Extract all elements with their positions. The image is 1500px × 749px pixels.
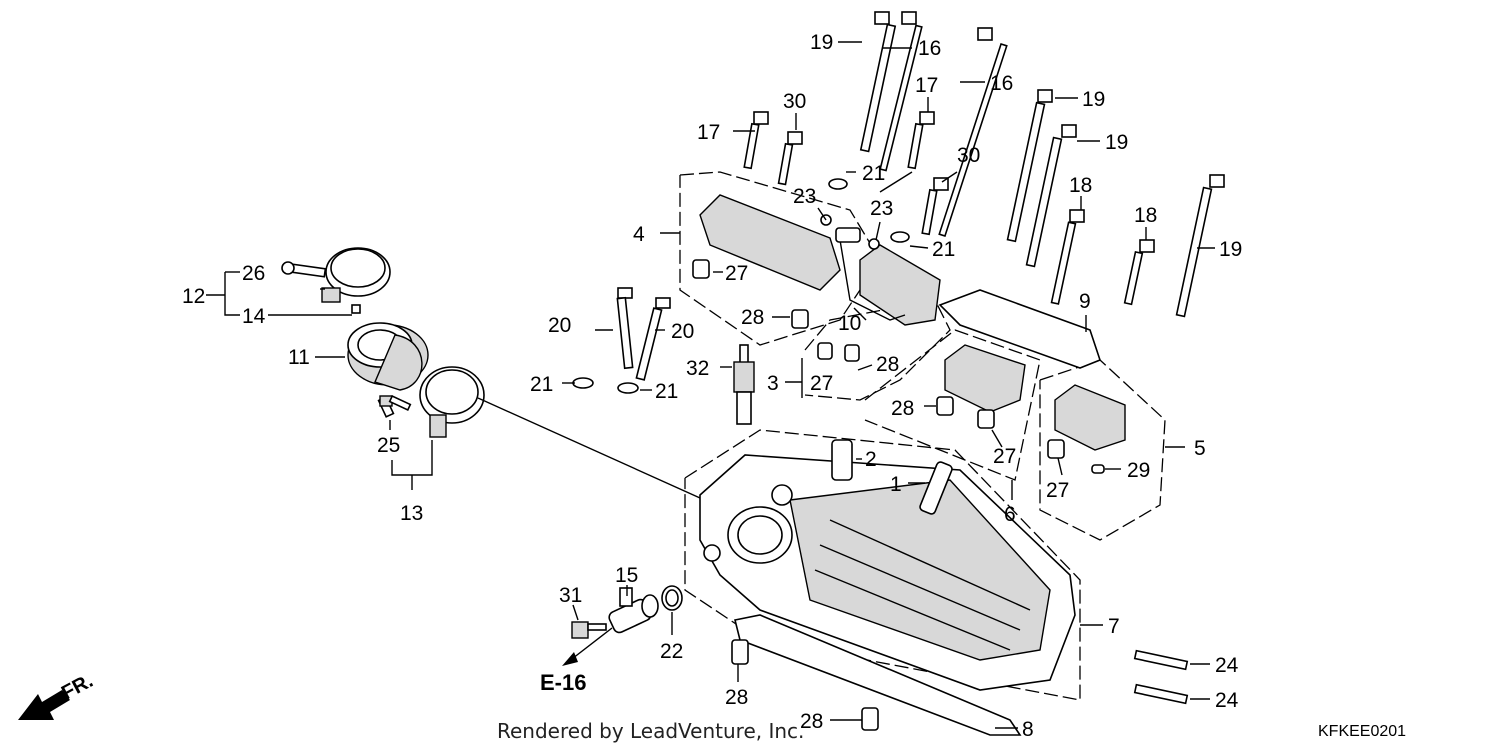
callout-16-b[interactable]: 16 [990,72,1013,95]
rocker-holder-9 [938,289,1101,369]
callout-7[interactable]: 7 [1108,615,1120,638]
insulator [347,322,429,391]
callout-20-b[interactable]: 20 [671,320,694,343]
callout-24-a[interactable]: 24 [1215,654,1239,677]
callout-9[interactable]: 9 [1079,290,1091,313]
callout-21-a[interactable]: 21 [862,162,885,185]
callouts: 1 2 3 4 5 6 7 8 9 10 11 12 13 14 15 16 1… [182,31,1242,741]
group-7-boundary [684,429,1081,701]
callout-21-c[interactable]: 21 [530,373,553,396]
dowel-pin-b [861,707,879,731]
rocker-holder-6 [944,344,1026,413]
callout-32[interactable]: 32 [686,357,709,380]
dowel-27-a [692,259,710,279]
callout-1[interactable]: 1 [890,473,902,496]
callout-24-b[interactable]: 24 [1215,689,1239,712]
callout-30-a[interactable]: 30 [783,90,806,113]
callout-27-a[interactable]: 27 [725,262,748,285]
hose-clamp-upper [281,247,391,314]
callout-3[interactable]: 3 [767,372,779,395]
water-joint [571,585,683,639]
callout-19-a[interactable]: 19 [810,31,833,54]
callout-31[interactable]: 31 [559,584,582,607]
callout-11[interactable]: 11 [288,346,310,369]
callout-27-d[interactable]: 27 [1046,479,1069,502]
callout-23-a[interactable]: 23 [793,185,816,208]
callout-18-b[interactable]: 18 [1134,204,1157,227]
valve-guide-in [831,439,853,481]
callout-16-a[interactable]: 16 [918,37,941,60]
dowel-28-c [936,396,954,416]
rocker-holder-left [699,194,841,291]
callout-15[interactable]: 15 [615,564,638,587]
cylinder-head [699,454,1076,691]
dowel-27-d [1047,439,1065,459]
callout-2[interactable]: 2 [865,448,877,471]
callout-21-b[interactable]: 21 [932,238,955,261]
callout-19-c[interactable]: 19 [1105,131,1128,154]
callout-19-d[interactable]: 19 [1219,238,1242,261]
washer-21-a [828,178,848,190]
front-direction-indicator: FR. [18,670,97,720]
valve-guide-ex [919,461,953,515]
washer-23-b [868,238,880,250]
callout-17-a[interactable]: 17 [697,121,720,144]
callout-20-a[interactable]: 20 [548,314,571,337]
callout-29[interactable]: 29 [1127,459,1150,482]
callout-14[interactable]: 14 [242,305,266,328]
callout-21-d[interactable]: 21 [655,380,678,403]
callout-5[interactable]: 5 [1194,437,1206,460]
dowel-28-b [844,344,860,362]
callout-13[interactable]: 13 [400,502,423,525]
spark-plug [733,344,755,425]
group-6-boundary [864,329,1041,481]
dowel-29 [1091,464,1105,474]
stud-bolt-a [1133,649,1189,671]
callout-28-c[interactable]: 28 [891,397,914,420]
dowel-27-c [977,409,995,429]
callout-26[interactable]: 26 [242,262,265,285]
group-3-boundary [804,299,951,401]
callout-27-b[interactable]: 27 [810,372,833,395]
callout-28-a[interactable]: 28 [741,306,764,329]
callout-12[interactable]: 12 [182,285,205,308]
long-bolts [859,11,1225,318]
front-arrow-icon [18,690,70,720]
callout-28-b[interactable]: 28 [876,353,899,376]
oil-pipe [839,239,906,321]
leader-lines [206,41,1215,729]
dowel-27-b [817,342,833,360]
callout-27-c[interactable]: 27 [993,445,1016,468]
rocker-holder-5 [1054,384,1126,451]
callout-25[interactable]: 25 [377,434,400,457]
callout-28-e[interactable]: 28 [800,710,823,733]
callout-8[interactable]: 8 [1022,718,1034,741]
callout-19-b[interactable]: 19 [1082,88,1105,111]
bolts-20 [572,287,671,394]
rocker-holder-mid [859,244,941,326]
callout-23-b[interactable]: 23 [870,197,893,220]
callout-22[interactable]: 22 [660,640,683,663]
washer-21-b [890,231,910,243]
callout-6[interactable]: 6 [1004,503,1016,526]
callout-17-b[interactable]: 17 [915,74,938,97]
dowel-28-a [791,309,809,329]
bolt-25 [379,394,412,412]
dowel-pin-a [731,639,749,665]
illustration [281,11,1225,736]
callout-18-a[interactable]: 18 [1069,174,1092,197]
footer-credit: Rendered by LeadVenture, Inc. [497,719,804,743]
callout-10[interactable]: 10 [838,312,861,335]
stud-bolt-b [1133,683,1189,705]
reference-e16[interactable]: E-16 [540,670,586,695]
callout-4[interactable]: 4 [633,223,645,246]
callout-30-b[interactable]: 30 [957,144,980,167]
callout-28-d[interactable]: 28 [725,686,748,709]
diagram-code: KFKEE0201 [1318,723,1406,740]
